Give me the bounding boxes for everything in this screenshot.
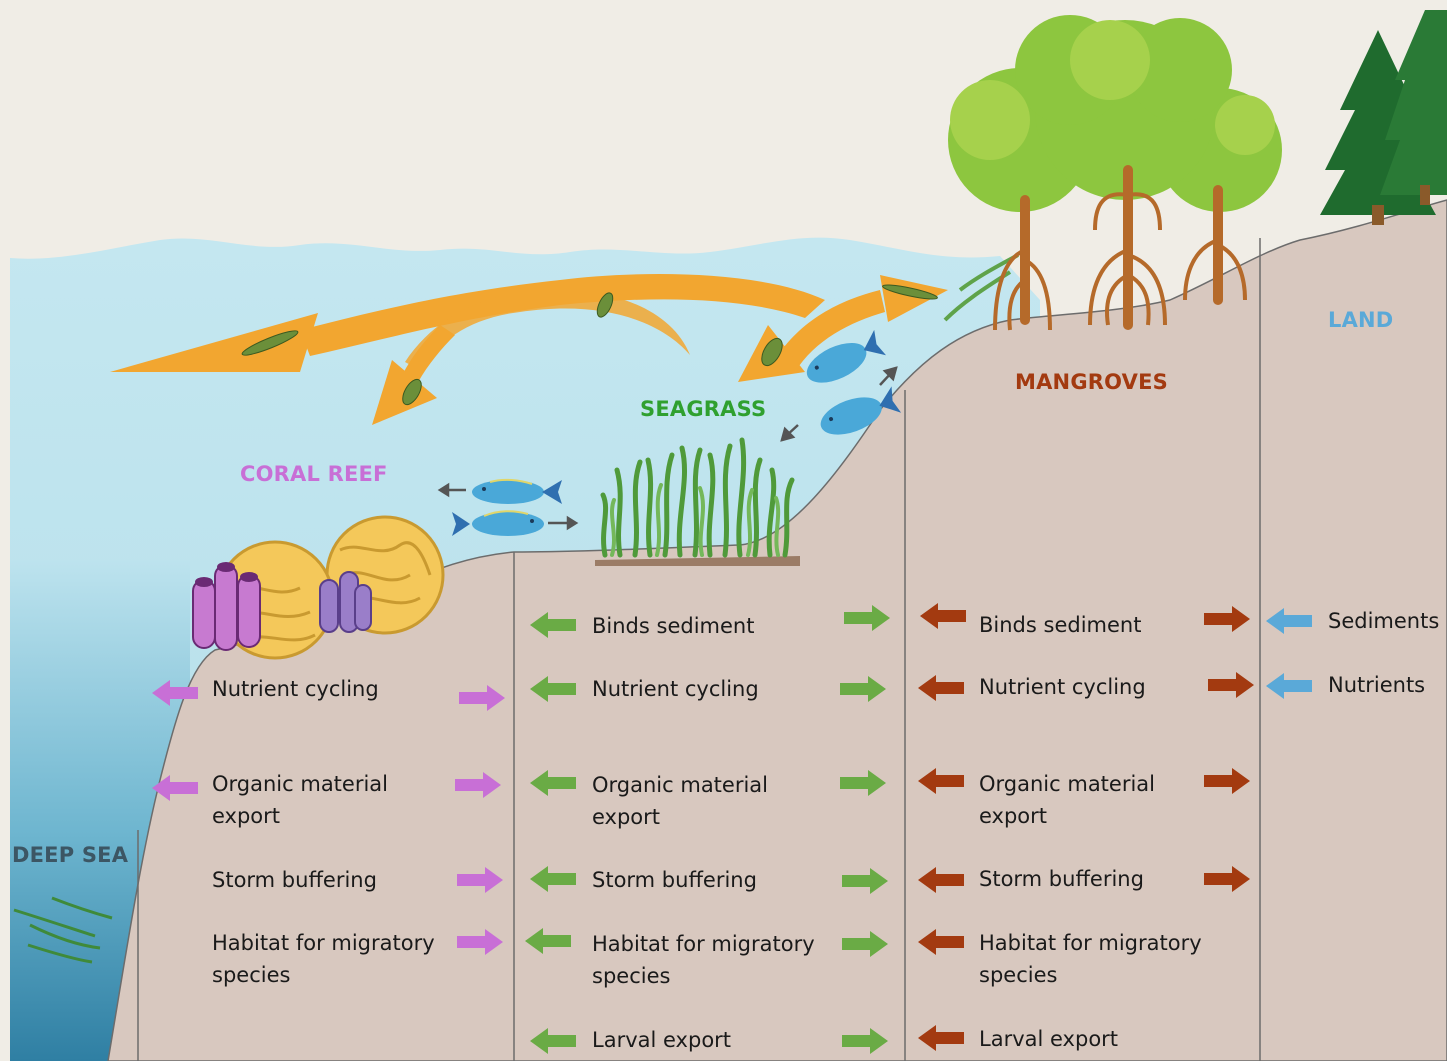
zone-label-land: LAND (1328, 308, 1393, 332)
seagrass-organic-line1: Organic material (592, 769, 768, 801)
zone-label-seagrass: SEAGRASS (640, 397, 766, 421)
zone-label-mangroves: MANGROVES (1015, 370, 1168, 394)
mangrove-habitat-line1: Habitat for migratory (979, 927, 1202, 959)
mangrove-habitat-line2: species (979, 959, 1057, 991)
coral-organic-line1: Organic material (212, 768, 388, 800)
seagrass-organic-line2: export (592, 801, 660, 833)
seagrass-larval-export: Larval export (592, 1024, 731, 1056)
seagrass-habitat-line2: species (592, 960, 670, 992)
mangrove-nutrient-cycling: Nutrient cycling (979, 671, 1146, 703)
mangrove-organic-line1: Organic material (979, 768, 1155, 800)
zone-label-coral-reef: CORAL REEF (240, 462, 388, 486)
coral-habitat-line2: species (212, 959, 290, 991)
mangrove-larval-export: Larval export (979, 1023, 1118, 1055)
mangrove-binds-sediment: Binds sediment (979, 609, 1141, 641)
coral-nutrient-cycling: Nutrient cycling (212, 673, 379, 705)
coral-habitat-line1: Habitat for migratory (212, 927, 435, 959)
zone-label-deep-sea: DEEP SEA (12, 843, 128, 867)
mangrove-organic-line2: export (979, 800, 1047, 832)
seagrass-habitat-line1: Habitat for migratory (592, 928, 815, 960)
seagrass-storm-buffering: Storm buffering (592, 864, 757, 896)
land-sediments: Sediments (1328, 605, 1439, 637)
coral-organic-line2: export (212, 800, 280, 832)
land-nutrients: Nutrients (1328, 669, 1425, 701)
mangrove-storm-buffering: Storm buffering (979, 863, 1144, 895)
coral-storm-buffering: Storm buffering (212, 864, 377, 896)
seagrass-binds-sediment: Binds sediment (592, 610, 754, 642)
seagrass-nutrient-cycling: Nutrient cycling (592, 673, 759, 705)
